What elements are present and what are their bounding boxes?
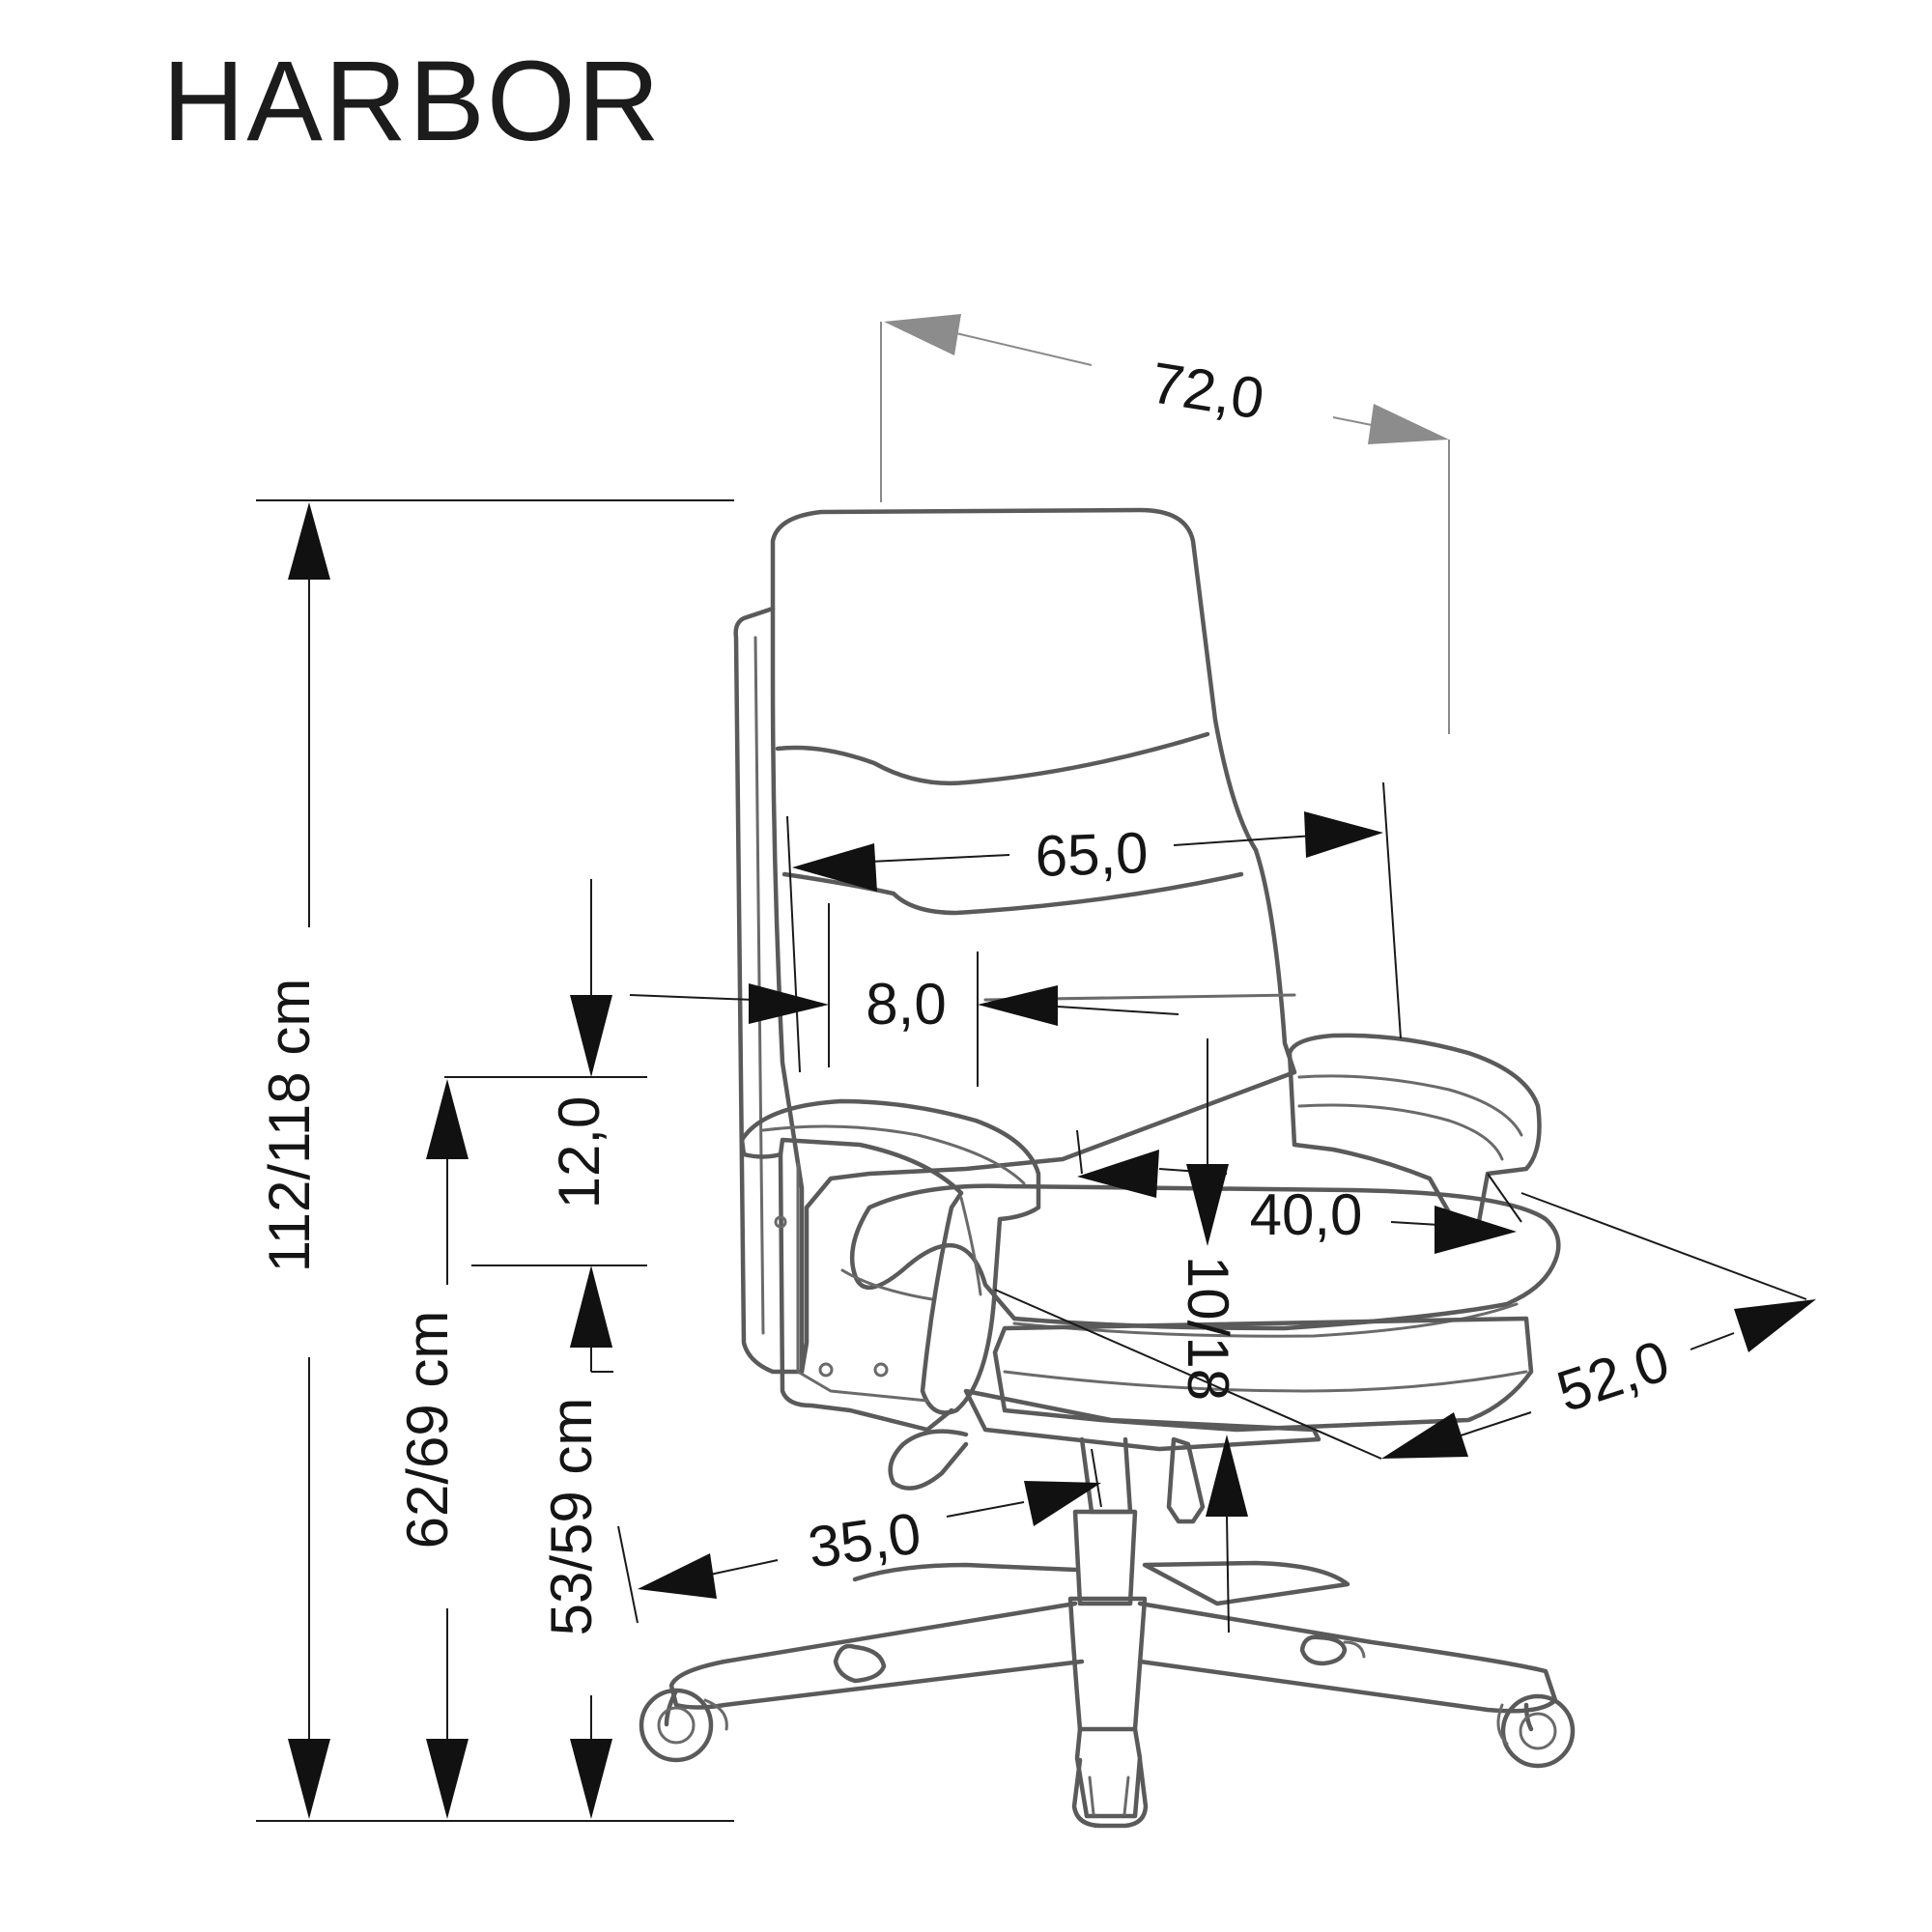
left-armrest [739,1098,1041,1415]
dim-seat-width: 52,0 [994,1289,1816,1460]
dim-seat-height: 53/59 cm [539,1267,613,1819]
tilt-knob [1166,1436,1206,1524]
caster-right [1496,1693,1576,1769]
label-armrest-floor: 62/69 cm [395,1311,460,1549]
caster-left [639,1688,728,1763]
base-leg-front [1074,1726,1143,1819]
backrest-outline [770,507,1297,1375]
label-overall-width: 72,0 [1147,350,1268,431]
left-armrest-support [959,1196,982,1296]
gas-cylinder-upper [1079,1436,1133,1515]
dim-total-height: 112/118 cm [256,499,734,1822]
label-total-height: 112/118 cm [257,979,322,1273]
bracket-bolt-2 [818,1362,834,1378]
backrest-side-inner [753,636,765,1335]
caster-back-left [833,1643,887,1684]
label-seat-depth: 40,0 [1250,1182,1363,1247]
label-backrest-depth: 8,0 [866,972,946,1037]
seat-base-line [1003,1370,1528,1393]
bracket-bolt-1 [774,1215,787,1229]
caster-front [1071,1757,1149,1829]
label-base-radius: 35,0 [804,1500,924,1580]
dim-backrest-width: 65,0 [786,781,1402,1073]
tilt-mechanism [963,1388,1321,1452]
label-backrest-width: 65,0 [1034,820,1149,889]
height-lever [888,1429,969,1491]
base-leg-back-right [1142,1560,1350,1606]
label-seat-height: 53/59 cm [539,1398,604,1636]
base-leg-left [668,1601,1085,1710]
backrest-band-bottom [781,871,1244,916]
backrest-side-outline [733,606,805,1375]
base-leg-right [1137,1601,1558,1714]
dim-seat-depth: 40,0 [1076,1129,1807,1300]
dim-overall-width: 72,0 [880,314,1450,734]
base-leg-back-left [852,1562,1078,1582]
left-armrest-inner [761,1124,1026,1185]
dim-backrest-depth: 8,0 [629,903,1179,1087]
dim-armrest-height: 12,0 [471,879,647,1372]
right-armrest-inner [1297,1074,1523,1137]
backrest-band-top [775,731,1210,786]
label-seat-width: 52,0 [1549,1328,1677,1425]
armrest-bracket-inner [796,1162,929,1403]
right-armrest-inner2 [1297,1103,1504,1161]
dim-armrest-floor: 62/69 cm [395,1076,525,1819]
product-title: HARBOR [162,38,662,165]
label-seat-tilt: 10/18 [1176,1256,1240,1401]
dim-seat-tilt: 10/18 [1176,1038,1248,1634]
label-armrest-height: 12,0 [547,1096,611,1209]
dim-base-radius: 35,0 [617,1448,1102,1624]
gas-cylinder [1072,1509,1138,1606]
chair-drawing [639,507,1576,1829]
caster-back-right [1299,1634,1366,1666]
right-armrest [1287,1033,1542,1230]
bracket-bolt-3 [873,1362,889,1378]
seat-inner-curve [840,1268,934,1301]
gas-cylinder-cover [1067,1596,1148,1732]
armrest-bracket [778,1151,954,1433]
